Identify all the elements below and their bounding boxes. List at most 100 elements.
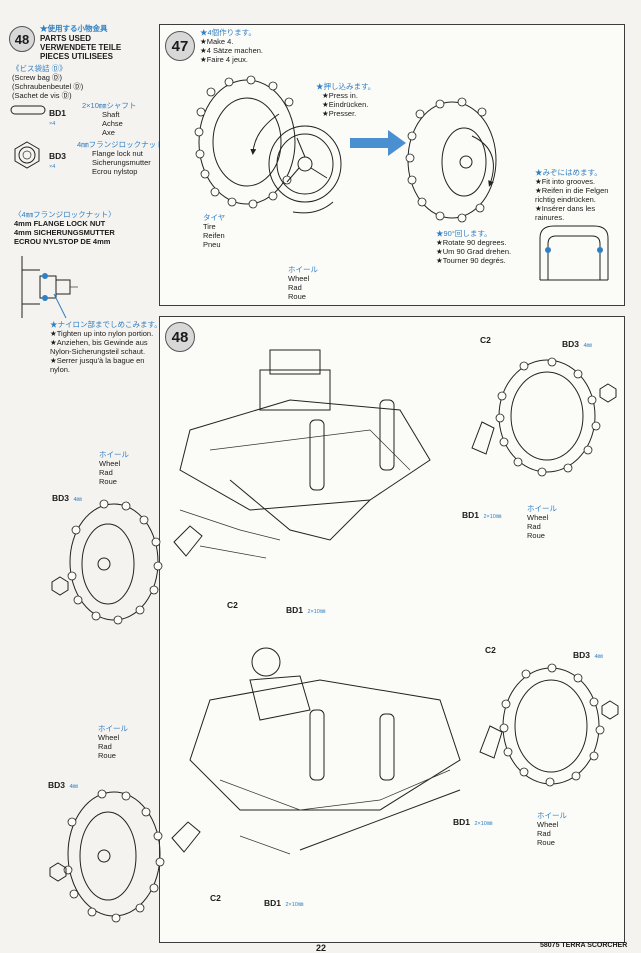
part-bd1-fr: Axe <box>102 128 115 137</box>
wheel-label-47: ホイール Wheel Rad Roue <box>288 265 318 301</box>
parts-used-fr: PIECES UTILISEES <box>40 52 113 61</box>
screw-bag-de: (Schraubenbeutel Ⓓ) <box>12 82 84 91</box>
part-bd3-de: Sicherungsmutter <box>92 158 151 167</box>
wheel-front-left-de: Rad <box>99 468 113 477</box>
bd1-front-left-code: BD1 <box>286 605 304 615</box>
screw-bag-en: (Screw bag Ⓓ) <box>12 73 63 82</box>
assembled-tire-illustration <box>405 97 497 223</box>
wheel-label-front-left: ホイール Wheel Rad Roue <box>99 450 129 486</box>
nylon-note-en: ★Tighten up into nylon portion. <box>50 329 154 338</box>
wheel-rear-right-fr: Roue <box>537 838 555 847</box>
bd1-front-left-size: 2×10㎜ <box>307 609 326 615</box>
bd1-front-right-code: BD1 <box>462 510 480 520</box>
wheel-rear-left-jp: ホイール <box>98 724 128 733</box>
rear-right-wheel-illustration <box>499 663 605 787</box>
step-48-badge: 48 <box>9 26 35 52</box>
bd1-label-rear-left: BD1 2×10㎜ <box>264 893 303 911</box>
tire-jp: タイヤ <box>203 213 226 222</box>
rear-left-wheel-illustration <box>63 789 165 923</box>
make-4-fr: ★Faire 4 jeux. <box>200 55 248 64</box>
bd1-rear-left-size: 2×10㎜ <box>285 902 304 908</box>
c2-label-front-left: C2 <box>227 600 238 610</box>
wheel-47-en: Wheel <box>288 274 310 283</box>
wheel-label-rear-right: ホイール Wheel Rad Roue <box>537 811 567 847</box>
wheel-front-right-jp: ホイール <box>527 504 557 513</box>
c2-hub-rear-right <box>479 725 503 759</box>
nylon-note-de: ★Anziehen, bis Gewinde aus Nylon-Sicheru… <box>50 338 148 356</box>
tire-fr: Pneu <box>203 240 221 249</box>
parts-used-jp-title: ★使用する小物金具 <box>40 24 108 33</box>
part-bd3: BD3 ×4 <box>49 146 66 170</box>
rear-chassis-illustration <box>189 647 461 855</box>
wheel-rear-right-de: Rad <box>537 829 551 838</box>
part-bd1-code: BD1 <box>49 108 67 118</box>
part-bd1-qty: ×4 <box>49 121 56 127</box>
wheel-47-jp: ホイール <box>288 265 318 274</box>
wheel-front-left-en: Wheel <box>99 459 121 468</box>
page-number: 22 <box>316 943 327 953</box>
step-47-panel <box>159 24 625 306</box>
bd3-rear-right-size: 4㎜ <box>594 654 604 660</box>
bd3-front-left-code: BD3 <box>52 493 70 503</box>
part-bd3-desc: 4㎜フランジロックナット Flange lock nut Sicherungsm… <box>77 140 164 176</box>
bd3-rear-left-code: BD3 <box>48 780 66 790</box>
bd3-front-left-size: 4㎜ <box>73 497 83 503</box>
wheel-rear-right-jp: ホイール <box>537 811 567 820</box>
make-4-jp: ★4個作ります。 <box>200 28 256 37</box>
tire-de: Reifen <box>203 231 225 240</box>
part-bd1-jp: 2×10㎜シャフト <box>82 101 137 110</box>
bd1-label-front-right: BD1 2×10㎜ <box>462 505 501 523</box>
screw-bag-fr: (Sachet de vis Ⓓ) <box>12 91 72 100</box>
part-bd3-code: BD3 <box>49 151 67 161</box>
bd3-front-right-size: 4㎜ <box>583 343 593 349</box>
groove-fr: ★Insérer dans les rainures. <box>535 204 596 222</box>
tire-wheel-exploded-illustration <box>194 75 342 214</box>
step-48-badge-main: 48 <box>165 322 195 352</box>
bd1-rear-right-size: 2×10㎜ <box>474 821 493 827</box>
bd3-rear-right-code: BD3 <box>573 650 591 660</box>
flange-nut-note-jp: 〈4㎜フランジロックナット〉 <box>14 210 116 219</box>
arrow-right-icon <box>350 130 406 156</box>
nylon-note-jp: ★ナイロン部までしめこみます。 <box>50 320 162 329</box>
bd1-label-rear-right: BD1 2×10㎜ <box>453 812 492 830</box>
bd3-label-rear-right: BD3 4㎜ <box>573 645 603 663</box>
wheel-47-de: Rad <box>288 283 302 292</box>
nut-tightening-illustration <box>21 256 78 319</box>
tire-cross-section-illustration <box>539 225 609 281</box>
step-48-panel <box>159 316 625 943</box>
c2-label-rear-left: C2 <box>210 893 221 903</box>
wheel-label-rear-left: ホイール Wheel Rad Roue <box>98 724 128 760</box>
bd1-front-right-size: 2×10㎜ <box>483 514 502 520</box>
tire-en: Tire <box>203 222 216 231</box>
press-in-en: ★Press in. <box>322 91 358 100</box>
groove-note: ★みぞにはめます。 ★Fit into grooves. ★Reifen in … <box>535 168 623 222</box>
screw-bag-label: 《ビス袋詰 Ⓓ》 (Screw bag Ⓓ) (Schraubenbeutel … <box>12 64 83 100</box>
front-chassis-illustration <box>179 349 431 559</box>
front-right-wheel-illustration <box>495 357 601 477</box>
part-bd3-jp: 4㎜フランジロックナット <box>77 140 164 149</box>
bd3-label-front-left: BD3 4㎜ <box>52 488 82 506</box>
wheel-front-left-jp: ホイール <box>99 450 129 459</box>
parts-used-de: VERWENDETE TEILE <box>40 43 122 52</box>
model-name: 58075 TERRA SCORCHER <box>540 942 628 949</box>
bd1-label-front-left: BD1 2×10㎜ <box>286 600 325 618</box>
nylon-note: ★ナイロン部までしめこみます。 ★Tighten up into nylon p… <box>50 320 162 374</box>
groove-en: ★Fit into grooves. <box>535 177 596 186</box>
bd1-rear-right-code: BD1 <box>453 817 471 827</box>
rotate-note: ★90°回します。 ★Rotate 90 degrees. ★Um 90 Gra… <box>436 229 511 265</box>
flange-nut-note-fr: ECROU NYLSTOP DE 4mm <box>14 237 111 246</box>
tire-label: タイヤ Tire Reifen Pneu <box>203 213 225 249</box>
part-bd1-de: Achse <box>102 119 123 128</box>
groove-de: ★Reifen in die Felgen richtig eindrücken… <box>535 186 609 204</box>
make-4-en: ★Make 4. <box>200 37 234 46</box>
front-left-wheel-illustration <box>67 499 163 625</box>
flange-nut-icon <box>14 141 40 169</box>
parts-used-en: PARTS USED <box>40 34 91 43</box>
wheel-rear-left-en: Wheel <box>98 733 120 742</box>
part-bd1: BD1 ×4 <box>49 103 66 127</box>
wheel-front-left-fr: Roue <box>99 477 117 486</box>
shaft-icon <box>10 105 46 115</box>
wheel-47-fr: Roue <box>288 292 306 301</box>
bd3-nut-front-right <box>599 383 617 403</box>
c2-hub-front-right <box>471 421 495 455</box>
